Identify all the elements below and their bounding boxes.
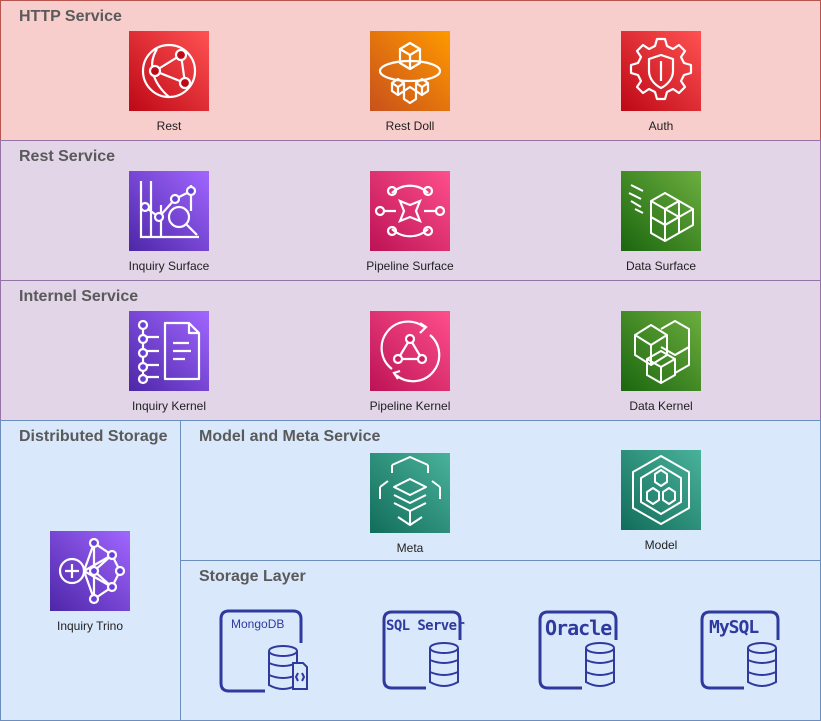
section-title: Distributed Storage xyxy=(19,428,168,445)
node-label: Rest Doll xyxy=(385,119,435,133)
database-icon xyxy=(219,609,308,693)
storage-layer-section: Storage Layer xyxy=(180,560,821,721)
node-label: Auth xyxy=(648,119,674,133)
database-icon xyxy=(382,610,462,690)
layered-cube-icon xyxy=(370,453,450,533)
cycle-triangle-icon xyxy=(370,311,450,391)
database-icon xyxy=(538,610,618,690)
node-label: Data Kernel xyxy=(629,399,693,413)
mysql-database[interactable]: MySQL xyxy=(700,610,780,690)
model-meta-section: Model and Meta Service xyxy=(180,420,821,561)
section-title: HTTP Service xyxy=(19,8,122,25)
shield-gear-icon xyxy=(621,31,701,111)
meta-node[interactable]: Meta xyxy=(330,453,490,555)
pipeline-surface-node[interactable]: Pipeline Surface xyxy=(330,171,490,273)
section-title: Model and Meta Service xyxy=(199,428,381,445)
mongodb-database[interactable]: MongoDB xyxy=(219,609,309,693)
database-label: MongoDB xyxy=(231,617,285,631)
flow-hub-icon xyxy=(370,171,450,251)
section-title: Rest Service xyxy=(19,148,116,165)
inquiry-surface-node[interactable]: Inquiry Surface xyxy=(89,171,249,273)
node-label: Pipeline Surface xyxy=(366,259,454,273)
stacked-cubes-icon xyxy=(621,171,701,251)
globe-network-icon xyxy=(129,31,209,111)
hexagon-graph-icon xyxy=(621,450,701,530)
auth-node[interactable]: Auth xyxy=(581,31,741,133)
node-label: Meta xyxy=(396,541,424,555)
database-label: SQL Server xyxy=(386,618,465,634)
neural-plus-icon xyxy=(50,531,130,611)
database-label: Oracle xyxy=(545,616,612,640)
data-surface-node[interactable]: Data Surface xyxy=(581,171,741,273)
database-icon xyxy=(700,610,780,690)
node-label: Inquiry Kernel xyxy=(131,399,207,413)
node-label: Pipeline Kernel xyxy=(369,399,451,413)
cube-orbit-icon xyxy=(370,31,450,111)
node-label: Data Surface xyxy=(625,259,697,273)
inquiry-kernel-node[interactable]: Inquiry Kernel xyxy=(89,311,249,413)
node-label: Rest xyxy=(156,119,182,133)
inquiry-trino-node[interactable]: Inquiry Trino xyxy=(10,531,170,633)
node-label: Model xyxy=(644,538,678,552)
sqlserver-database[interactable]: SQL Server xyxy=(382,610,465,690)
pipeline-kernel-node[interactable]: Pipeline Kernel xyxy=(330,311,490,413)
data-kernel-node[interactable]: Data Kernel xyxy=(581,311,741,413)
section-title: Storage Layer xyxy=(199,568,306,585)
node-label: Inquiry Surface xyxy=(128,259,210,273)
rest-doll-node[interactable]: Rest Doll xyxy=(330,31,490,133)
cube-grid-icon xyxy=(621,311,701,391)
document-tree-icon xyxy=(129,311,209,391)
oracle-database[interactable]: Oracle xyxy=(538,610,618,690)
database-label: MySQL xyxy=(709,617,759,638)
section-title: Internel Service xyxy=(19,288,139,305)
chart-magnifier-icon xyxy=(129,171,209,251)
rest-node[interactable]: Rest xyxy=(89,31,249,133)
node-label: Inquiry Trino xyxy=(56,619,124,633)
model-node[interactable]: Model xyxy=(581,450,741,552)
